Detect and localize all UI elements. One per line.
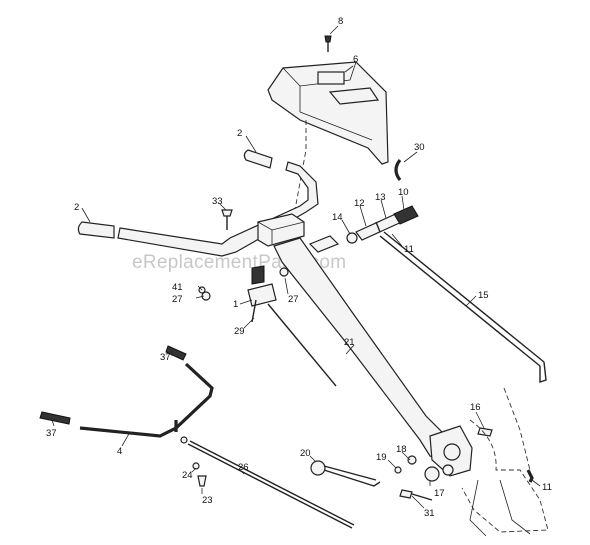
callout-2: 2 xyxy=(74,202,79,213)
callout-41: 41 xyxy=(172,282,183,293)
callout-16: 16 xyxy=(470,402,481,413)
callout-27: 27 xyxy=(172,294,183,305)
transmission-housing-part xyxy=(461,387,549,537)
callout-24: 24 xyxy=(182,470,193,481)
shift-linkage-part xyxy=(310,460,381,487)
small-fastener-part xyxy=(192,462,207,487)
lever-assembly-part xyxy=(346,205,419,244)
callout-11: 11 xyxy=(542,482,552,493)
leader-lines xyxy=(51,25,541,509)
callout-31: 31 xyxy=(424,508,435,519)
callout-13: 13 xyxy=(375,192,386,203)
callout-37: 37 xyxy=(160,352,171,363)
cotter-pin-part xyxy=(526,469,534,483)
callout-labels: 8 6 2 30 2 33 12 13 10 14 11 15 41 27 27… xyxy=(46,16,552,519)
callout-18: 18 xyxy=(396,444,407,455)
clip-part xyxy=(394,159,402,181)
callout-21: 21 xyxy=(344,337,355,348)
callout-33: 33 xyxy=(212,196,223,207)
callout-14: 14 xyxy=(332,212,343,223)
callout-2: 2 xyxy=(237,128,242,139)
screw-part xyxy=(324,35,332,52)
callout-6: 6 xyxy=(353,54,358,65)
callout-23: 23 xyxy=(202,495,213,506)
pivot-hardware-part xyxy=(394,427,493,501)
assembly-dashed-line xyxy=(281,120,307,227)
callout-17: 17 xyxy=(434,488,445,499)
callout-11: 11 xyxy=(404,244,414,255)
control-rod-part xyxy=(379,231,547,383)
callout-4: 4 xyxy=(117,446,122,457)
callout-20: 20 xyxy=(300,448,311,459)
callout-10: 10 xyxy=(398,187,409,198)
callout-1: 1 xyxy=(233,299,238,310)
callout-27: 27 xyxy=(288,294,299,305)
callout-15: 15 xyxy=(478,290,489,301)
main-tube-part xyxy=(273,235,473,477)
callout-26: 26 xyxy=(238,462,249,473)
shift-rod-part xyxy=(187,440,355,529)
callout-12: 12 xyxy=(354,198,365,209)
console-cover-part xyxy=(267,61,389,165)
bracket-part xyxy=(257,213,305,247)
lower-handle-part xyxy=(39,345,214,444)
bolt-part xyxy=(221,209,233,230)
callout-37: 37 xyxy=(46,428,57,439)
callout-30: 30 xyxy=(414,142,425,153)
callout-29: 29 xyxy=(234,326,245,337)
callout-19: 19 xyxy=(376,452,387,463)
callout-8: 8 xyxy=(338,16,343,27)
